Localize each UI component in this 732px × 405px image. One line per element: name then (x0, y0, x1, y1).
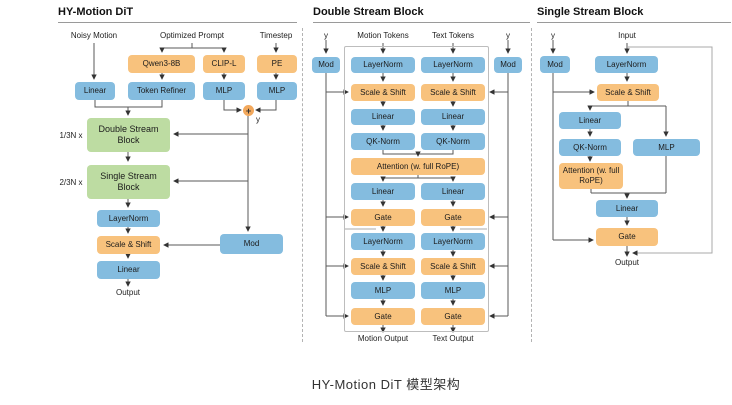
box-mid-motion-layernorm1: LayerNorm (351, 57, 415, 73)
box-right-gate: Gate (596, 228, 658, 246)
box-mid-text-scale-shift2: Scale & Shift (421, 258, 485, 275)
box-mlp-pe: MLP (257, 82, 297, 100)
box-mid-text-linear2: Linear (421, 183, 485, 200)
box-right-qk-norm: QK-Norm (559, 139, 621, 156)
box-mod-left-panel: Mod (220, 234, 283, 254)
label-y-mid-right: y (506, 31, 510, 40)
panel-divider-dashed-left (302, 28, 303, 342)
label-text-tokens: Text Tokens (431, 31, 475, 40)
box-mod-mid-left: Mod (312, 57, 340, 73)
box-mid-motion-gate2: Gate (351, 308, 415, 325)
box-right-attention: Attention (w. full RoPE) (559, 163, 623, 189)
box-mid-motion-gate1: Gate (351, 209, 415, 226)
label-timestep: Timestep (259, 31, 293, 40)
box-mid-motion-layernorm2: LayerNorm (351, 233, 415, 250)
label-y-left-panel: y (256, 115, 260, 124)
box-mid-text-gate2: Gate (421, 308, 485, 325)
box-qwen3-8b: Qwen3-8B (128, 55, 195, 73)
plus-circle-icon: + (243, 105, 254, 116)
left-title-rule (58, 22, 297, 23)
box-token-refiner: Token Refiner (128, 82, 195, 100)
box-linear-input: Linear (75, 82, 115, 100)
label-text-output: Text Output (432, 334, 474, 343)
label-single-multiplier: 2/3N x (59, 178, 83, 187)
box-mid-motion-linear1: Linear (351, 109, 415, 125)
figure-caption: HY-Motion DiT 模型架构 (311, 377, 461, 392)
box-mid-attention: Attention (w. full RoPE) (351, 158, 485, 175)
mid-title-rule (313, 22, 530, 23)
box-mlp-clip: MLP (203, 82, 245, 100)
label-double-multiplier: 1/3N x (59, 131, 83, 140)
label-output-left: Output (115, 288, 140, 297)
box-single-stream-block: Single Stream Block (87, 165, 170, 199)
label-optimized-prompt: Optimized Prompt (159, 31, 225, 40)
double-stream-panel-title: Double Stream Block (313, 6, 424, 18)
label-y-right-panel: y (551, 31, 555, 40)
box-double-stream-block: Double Stream Block (87, 118, 170, 152)
box-mod-right-panel: Mod (540, 56, 570, 73)
single-stream-panel-title: Single Stream Block (537, 6, 644, 18)
label-input: Input (618, 31, 636, 40)
label-y-mid-left: y (324, 31, 328, 40)
box-mid-text-layernorm2: LayerNorm (421, 233, 485, 250)
label-noisy-motion: Noisy Motion (70, 31, 118, 40)
box-mod-mid-right: Mod (494, 57, 522, 73)
box-pe: PE (257, 55, 297, 73)
label-output-right: Output (614, 258, 639, 267)
residual-frame-mid (344, 46, 489, 332)
box-mid-text-linear1: Linear (421, 109, 485, 125)
label-motion-tokens: Motion Tokens (357, 31, 409, 40)
box-mid-motion-scale-shift1: Scale & Shift (351, 84, 415, 101)
box-clip-l: CLIP-L (203, 55, 245, 73)
box-right-layernorm: LayerNorm (595, 56, 658, 73)
label-motion-output: Motion Output (357, 334, 409, 343)
box-layernorm-left: LayerNorm (97, 210, 160, 227)
box-right-mlp: MLP (633, 139, 700, 156)
box-linear-output: Linear (97, 261, 160, 279)
box-mid-motion-scale-shift2: Scale & Shift (351, 258, 415, 275)
box-right-scale-shift: Scale & Shift (597, 84, 659, 101)
left-panel-title: HY-Motion DiT (58, 6, 134, 18)
box-right-linear-attn: Linear (559, 112, 621, 129)
box-mid-text-mlp: MLP (421, 282, 485, 299)
box-mid-text-scale-shift1: Scale & Shift (421, 84, 485, 101)
right-title-rule (537, 22, 731, 23)
box-mid-text-gate1: Gate (421, 209, 485, 226)
box-mid-text-qk-norm: QK-Norm (421, 133, 485, 150)
box-scale-shift-left: Scale & Shift (97, 236, 160, 254)
box-mid-motion-linear2: Linear (351, 183, 415, 200)
box-right-linear-out: Linear (596, 200, 658, 217)
box-mid-motion-qk-norm: QK-Norm (351, 133, 415, 150)
box-mid-motion-mlp: MLP (351, 282, 415, 299)
panel-divider-dashed-right (531, 28, 532, 342)
box-mid-text-layernorm1: LayerNorm (421, 57, 485, 73)
